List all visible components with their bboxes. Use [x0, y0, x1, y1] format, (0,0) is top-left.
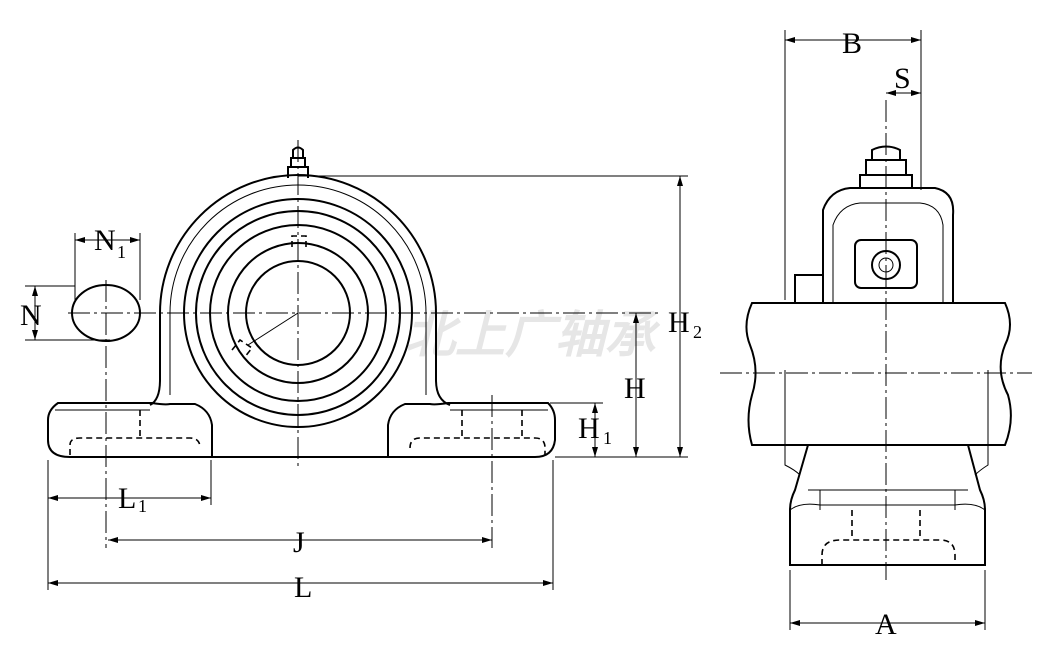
side-view — [720, 100, 1032, 580]
shaft — [745, 302, 1012, 446]
label-H2: H — [668, 306, 690, 339]
dimensions-front — [25, 175, 688, 590]
dimensions-side — [784, 30, 986, 630]
label-H: H — [624, 372, 646, 405]
housing-body — [789, 444, 986, 566]
base — [47, 402, 556, 458]
label-A: A — [875, 608, 897, 641]
label-L1: L — [118, 482, 136, 515]
label-J: J — [293, 526, 305, 559]
label-H2-sub: 2 — [693, 322, 702, 342]
label-L1-sub: 1 — [138, 496, 147, 516]
label-N1-sub: 1 — [117, 242, 126, 262]
label-N1: N — [94, 224, 116, 257]
label-H1: H — [578, 412, 600, 445]
housing — [149, 174, 451, 406]
label-L: L — [294, 571, 312, 604]
label-H1-sub: 1 — [603, 428, 612, 448]
label-B: B — [842, 27, 862, 60]
label-S: S — [894, 62, 911, 95]
housing-top — [822, 187, 955, 303]
watermark: 北上广轴承 — [405, 306, 661, 364]
front-view — [47, 140, 660, 548]
label-N: N — [20, 299, 42, 332]
